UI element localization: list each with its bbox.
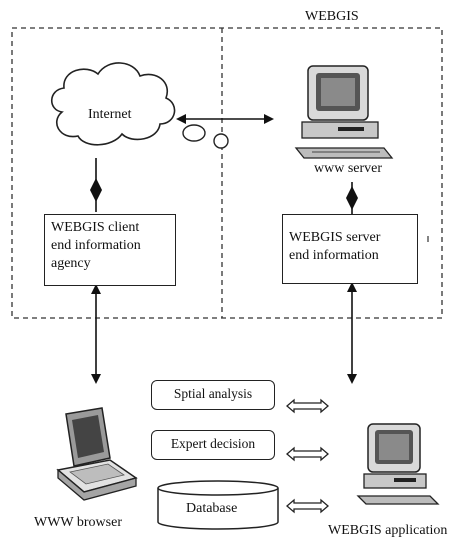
internet-client-connector xyxy=(90,158,102,212)
database-label: Database xyxy=(186,501,238,516)
connector-ellipse-2 xyxy=(213,133,229,149)
server-info-box: WEBGIS server end information xyxy=(282,214,418,284)
www-browser-laptop-icon xyxy=(56,407,138,501)
hollow-double-arrow-3 xyxy=(286,498,329,514)
webgis-application-label: WEBGIS application xyxy=(328,523,448,538)
database-cylinder xyxy=(157,480,279,530)
module-arrows xyxy=(286,398,329,514)
webgis-dashed-frame xyxy=(11,27,443,319)
server-box-line-2: end information xyxy=(289,248,379,263)
www-browser-label: WWW browser xyxy=(34,515,122,530)
www-server-label: www server xyxy=(314,161,383,176)
internet-label: Internet xyxy=(88,107,132,122)
www-server-computer-icon xyxy=(294,65,394,159)
application-computer-icon xyxy=(356,423,440,505)
hollow-double-arrow-1 xyxy=(286,398,329,414)
server-box-line-1: WEBGIS server xyxy=(289,230,381,245)
client-box-line-2: end information xyxy=(51,238,141,253)
client-info-box: WEBGIS client end information agency xyxy=(44,214,176,286)
client-box-line-1: WEBGIS client xyxy=(51,220,140,235)
diagram-title: WEBGIS xyxy=(305,9,359,24)
internet-cloud xyxy=(50,62,176,146)
server-connector xyxy=(346,182,358,214)
client-box-line-3: agency xyxy=(51,256,91,271)
expert-decision-module: Expert decision xyxy=(151,430,275,460)
connector-ellipse-1 xyxy=(182,124,206,142)
hollow-double-arrow-2 xyxy=(286,446,329,462)
spatial-analysis-module: Sptial analysis xyxy=(151,380,275,410)
